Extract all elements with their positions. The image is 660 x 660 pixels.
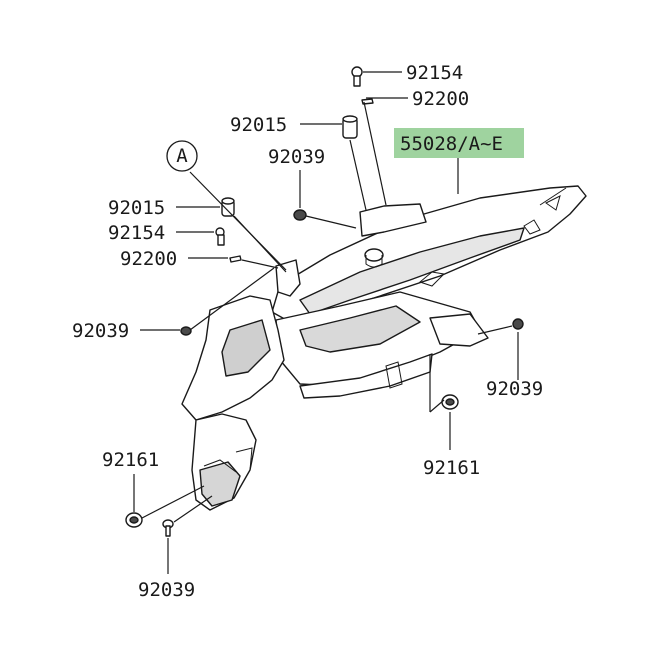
bolt-92039-left-icon — [180, 326, 192, 336]
screw-92154-left-icon — [215, 227, 225, 246]
damper-92161-right-icon — [441, 394, 459, 410]
callout-letter: A — [176, 145, 188, 167]
nut-92039-mid-icon — [293, 209, 307, 221]
part-label-92200-top[interactable]: 92200 — [412, 88, 469, 110]
part-label-92200-left[interactable]: 92200 — [120, 248, 177, 270]
leader-lines — [133, 71, 519, 574]
hardware-items — [125, 66, 524, 537]
part-label-92039-mid[interactable]: 92039 — [268, 146, 325, 168]
screw-92154-top-icon — [351, 66, 363, 87]
bolt-92039-bottom-icon — [162, 519, 174, 537]
damper-92161-left-icon — [125, 512, 143, 528]
clip-92200-top-icon — [361, 98, 374, 105]
bolt-92039-right-icon — [512, 318, 524, 330]
collar-92015-mid-icon — [342, 115, 358, 139]
part-label-92039-right[interactable]: 92039 — [486, 378, 543, 400]
part-label-92039-left[interactable]: 92039 — [72, 320, 129, 342]
part-label-92154-left[interactable]: 92154 — [108, 222, 165, 244]
clip-92200-left-icon — [229, 255, 242, 263]
part-label-55028[interactable]: 55028/A~E — [400, 133, 503, 155]
seat-cowl-part — [181, 185, 587, 511]
part-label-92154-top[interactable]: 92154 — [406, 62, 463, 84]
collar-92015-left-icon — [221, 197, 235, 217]
part-label-92015-mid[interactable]: 92015 — [230, 114, 287, 136]
reference-callout-a: A — [166, 140, 198, 172]
part-label-92161-right[interactable]: 92161 — [423, 457, 480, 479]
part-label-92039-bottom[interactable]: 92039 — [138, 579, 195, 601]
part-label-92015-left[interactable]: 92015 — [108, 197, 165, 219]
part-number-highlight — [394, 128, 524, 158]
part-label-92161-left[interactable]: 92161 — [102, 449, 159, 471]
